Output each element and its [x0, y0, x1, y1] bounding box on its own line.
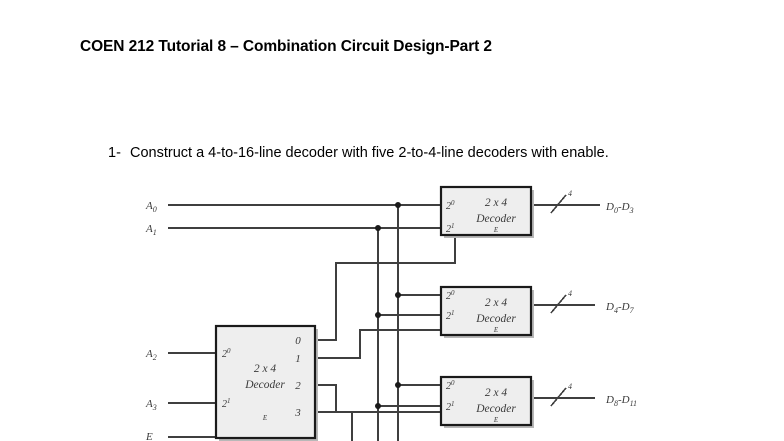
decoder-d4-d7-body [439, 285, 533, 337]
wire-ctrl-out1 [318, 329, 456, 359]
control-decoder[interactable]: 20 21 2 x 4 Decoder E 0 1 2 3 [214, 324, 318, 441]
control-decoder-title-line1: 2 x 4 [254, 363, 277, 375]
decoder-d8-d11-output-label: D8-D11 [605, 394, 637, 408]
decoder-d8-d11-pin-b: 21 [446, 400, 455, 413]
junction-a1-top [375, 225, 381, 231]
decoder-d8-d11-pin-a: 20 [446, 379, 455, 392]
wire-ctrl-out3 [318, 411, 353, 441]
decoder-d8-d11-title-line1: 2 x 4 [485, 387, 508, 399]
decoder-d0-d3[interactable]: 20 21 2 x 4 Decoder E 4 D0-D3 [439, 185, 634, 238]
junction-a1-dec3 [375, 403, 381, 409]
decoder-d4-d7-output-label: D4-D7 [605, 301, 635, 315]
decoder-d0-d3-title-line2: Decoder [475, 213, 516, 225]
input-labels: A0 A1 A2 A3 E [145, 200, 157, 441]
control-decoder-output-1: 1 [295, 353, 301, 365]
junction-dots [375, 202, 401, 409]
bus-slash-2 [550, 294, 567, 314]
decoder-d0-d3-bus-width: 4 [568, 189, 572, 198]
decoder-d8-d11[interactable]: 20 21 2 x 4 Decoder E 4 D8-D11 [439, 375, 637, 428]
decoder-d4-d7-enable-label: E [493, 326, 499, 334]
input-label-e: E [145, 431, 153, 441]
decoder-d4-d7-bus-width: 4 [568, 289, 572, 298]
control-decoder-enable-label: E [262, 414, 268, 422]
decoder-d0-d3-pin-b: 21 [446, 222, 455, 235]
decoder-d8-d11-enable-label: E [493, 416, 499, 424]
control-decoder-body [214, 324, 317, 440]
decoder-d4-d7-title-line1: 2 x 4 [485, 297, 508, 309]
junction-a0-dec2 [395, 292, 401, 298]
junction-a0-top [395, 202, 401, 208]
question-number: 1- [108, 145, 121, 161]
decoder-d0-d3-title-line1: 2 x 4 [485, 197, 508, 209]
control-decoder-output-0: 0 [295, 335, 301, 347]
decoder-d0-d3-output-label: D0-D3 [605, 201, 634, 215]
page-title: COEN 212 Tutorial 8 – Combination Circui… [80, 38, 492, 55]
question-text: Construct a 4-to-16-line decoder with fi… [130, 145, 609, 161]
junction-a0-dec3 [395, 382, 401, 388]
control-decoder-output-2: 2 [295, 380, 301, 392]
input-label-a2: A2 [145, 348, 157, 362]
decoder-d4-d7-pin-b: 21 [446, 309, 455, 322]
decoder-d4-d7-pin-a: 20 [446, 289, 455, 302]
decoder-d0-d3-pin-a: 20 [446, 199, 455, 212]
decoder-d4-d7[interactable]: 20 21 2 x 4 Decoder E 4 D4-D7 [439, 285, 635, 338]
wire-ctrl-out0 [318, 236, 456, 341]
input-label-a3: A3 [145, 398, 157, 412]
junction-a1-dec2 [375, 312, 381, 318]
bus-slash-3 [550, 387, 567, 407]
decoder-d0-d3-enable-label: E [493, 226, 499, 234]
decoder-d4-d7-title-line2: Decoder [475, 313, 516, 325]
input-label-a0: A0 [145, 200, 157, 214]
input-label-a1: A1 [145, 223, 157, 237]
decoder-d8-d11-title-line2: Decoder [475, 403, 516, 415]
control-decoder-output-3: 3 [294, 407, 301, 419]
control-decoder-title-line2: Decoder [244, 379, 285, 391]
bus-slash-1 [550, 194, 567, 214]
control-decoder-pin-a: 20 [222, 347, 231, 360]
decoder-d0-d3-body [439, 185, 533, 237]
decoder-d8-d11-bus-width: 4 [568, 382, 572, 391]
decoder-d8-d11-body [439, 375, 533, 427]
control-decoder-pin-b: 21 [222, 397, 231, 410]
